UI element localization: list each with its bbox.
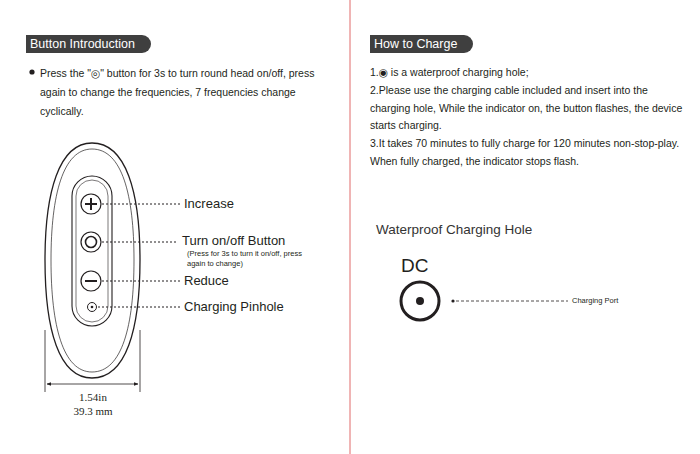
dimension-text: 39.3 mm (52, 404, 134, 418)
instruction-text: 2.Please use the charging cable included… (370, 82, 688, 135)
instruction-text: 3.It takes 70 minutes to fully charge fo… (370, 135, 688, 170)
part-label: Turn on/off Button (182, 233, 285, 249)
instruction-text: Press the "◎" button for 3s to turn roun… (40, 64, 332, 121)
part-label: Charging Pinhole (184, 299, 284, 315)
dimension-lines (45, 330, 140, 392)
part-note: (Press for 3s to turn it on/off, press a… (187, 249, 305, 269)
dimension-text: 1.54in (52, 390, 134, 404)
leader-lines (98, 204, 180, 307)
section-subtitle: Waterproof Charging Hole (376, 221, 532, 238)
instruction-text: 1.◉ is a waterproof charging hole; (370, 64, 688, 82)
remote-buttons (81, 194, 101, 312)
divider-line (350, 0, 351, 454)
heading-text: How to Charge (374, 37, 457, 51)
charging-port-symbol (401, 282, 568, 320)
port-label: DC (401, 255, 428, 277)
section-heading-tab: How to Charge (370, 35, 473, 53)
bullet-dot (29, 69, 34, 74)
remote-body (45, 143, 140, 378)
heading-text: Button Introduction (30, 37, 135, 51)
part-label: Increase (184, 196, 234, 212)
part-label: Charging Port (572, 296, 618, 306)
part-label: Reduce (184, 273, 229, 289)
section-heading-tab: Button Introduction (26, 35, 151, 53)
